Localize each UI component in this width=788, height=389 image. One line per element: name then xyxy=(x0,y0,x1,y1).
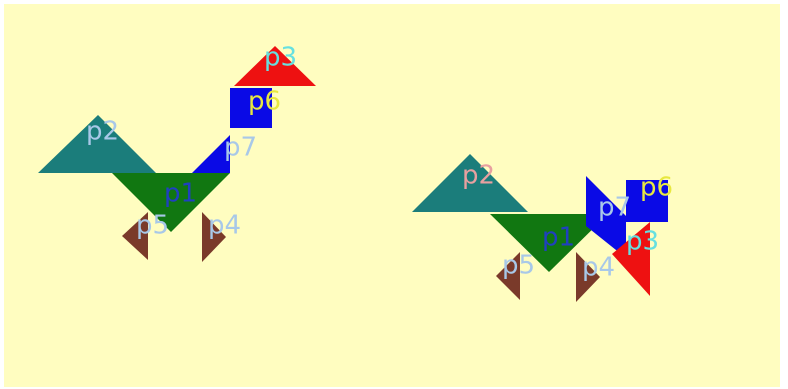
right-label-p6: p6 xyxy=(640,173,673,203)
left-label-p3: p3 xyxy=(264,43,297,73)
right-label-p3: p3 xyxy=(626,227,659,257)
left-label-p4: p4 xyxy=(208,211,241,241)
right-label-p1: p1 xyxy=(542,223,575,253)
right-label-p5: p5 xyxy=(502,251,535,281)
right-label-p7: p7 xyxy=(598,193,631,223)
right-tangram-figure: p2 p1 p7 p6 p3 p5 p4 xyxy=(412,154,673,302)
left-tangram-figure: p2 p1 p7 p6 p3 p5 p4 xyxy=(38,43,316,263)
right-label-p4: p4 xyxy=(582,253,615,283)
left-label-p1: p1 xyxy=(164,179,197,209)
left-label-p2: p2 xyxy=(86,117,119,147)
left-label-p7: p7 xyxy=(224,133,257,163)
left-label-p5: p5 xyxy=(136,211,169,241)
right-label-p2: p2 xyxy=(462,161,495,191)
left-label-p6: p6 xyxy=(248,87,281,117)
